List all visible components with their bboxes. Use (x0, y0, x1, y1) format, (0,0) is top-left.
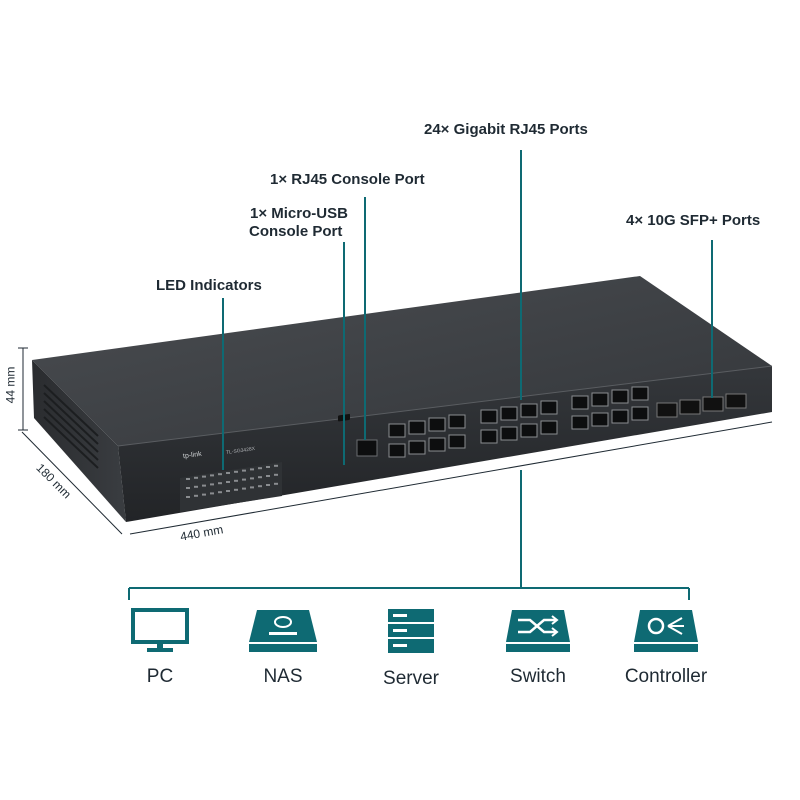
led-dot (242, 487, 246, 490)
device-nas: NAS (233, 608, 333, 688)
rj45-ports-label: 24× Gigabit RJ45 Ports (424, 121, 588, 138)
led-indicators (180, 462, 282, 512)
led-dot (186, 478, 190, 480)
switch-icon (506, 610, 570, 652)
led-dot (226, 481, 230, 483)
led-dot (218, 482, 222, 485)
rj45-port (500, 406, 518, 421)
rj45-port (500, 426, 518, 441)
rj45-port (448, 414, 466, 429)
rj45-port (448, 434, 466, 449)
pc-icon (131, 608, 189, 652)
rj45-console-port (356, 439, 378, 457)
led-dot (258, 467, 262, 470)
led-dot (242, 469, 246, 472)
rj45-port (540, 400, 558, 415)
led-dot (266, 466, 270, 468)
rj45-port (571, 415, 589, 430)
led-dot (258, 476, 262, 479)
chassis-top (32, 276, 772, 446)
rj45-console-label: 1× RJ45 Console Port (270, 171, 425, 188)
device-label-nas: NAS (263, 666, 303, 687)
led-dot (234, 479, 238, 482)
led-dot (242, 478, 246, 481)
usb-console-label-1: 1× Micro-USB (250, 205, 348, 222)
led-dot (274, 473, 278, 476)
led-dot (274, 464, 278, 467)
rj45-port (388, 443, 406, 458)
led-dot (226, 472, 230, 474)
led-dot (202, 493, 206, 496)
led-dot (218, 473, 222, 476)
led-dot (250, 468, 254, 471)
height-dimension: 44 mm (3, 366, 18, 404)
device-switch: Switch (488, 608, 588, 688)
led-dot (218, 491, 222, 494)
device-label-pc: PC (146, 666, 174, 687)
led-dot (210, 483, 214, 486)
led-dot (234, 470, 238, 473)
rj45-port (540, 420, 558, 435)
led-dot (194, 494, 198, 497)
rj45-port (428, 417, 446, 432)
server-icon (388, 609, 434, 653)
rj45-port (520, 403, 538, 418)
led-dot (210, 492, 214, 495)
led-indicators-label: LED Indicators (156, 277, 262, 294)
led-dot (210, 474, 214, 477)
led-dot (274, 482, 278, 485)
sfp-ports-label: 4× 10G SFP+ Ports (626, 212, 761, 229)
rj45-port (611, 389, 629, 404)
led-dot (194, 476, 198, 479)
sfp-ports (656, 393, 747, 418)
led-dot (202, 484, 206, 487)
usb-console-label-2: Console Port (249, 223, 343, 240)
led-dot (186, 496, 190, 498)
controller-icon (634, 610, 698, 652)
device-label-controller: Controller (624, 666, 708, 687)
rj45-port (571, 395, 589, 410)
device-label-server: Server (383, 668, 439, 689)
led-dot (194, 485, 198, 488)
led-dot (258, 485, 262, 488)
rj45-port (520, 423, 538, 438)
leader-lines (128, 150, 713, 600)
led-dot (226, 490, 230, 492)
rj45-ports (388, 386, 649, 458)
rj45-port (388, 423, 406, 438)
led-dot (250, 486, 254, 489)
rj45-port (408, 420, 426, 435)
rj45-port (408, 440, 426, 455)
rj45-port (480, 429, 498, 444)
rj45-port (631, 386, 649, 401)
rj45-port (591, 392, 609, 407)
device-controller: Controller (616, 608, 716, 688)
nas-icon (249, 610, 317, 652)
led-dot (234, 488, 238, 491)
device-pc: PC (110, 608, 210, 688)
device-server: Server (361, 608, 461, 690)
rj45-port (428, 437, 446, 452)
rj45-port (611, 409, 629, 424)
rj45-port (631, 406, 649, 421)
led-dot (266, 484, 270, 486)
rj45-port (480, 409, 498, 424)
led-dot (266, 475, 270, 477)
rj45-port (591, 412, 609, 427)
led-dot (186, 487, 190, 489)
device-label-switch: Switch (510, 666, 566, 687)
side-vents (43, 384, 99, 469)
led-dot (202, 475, 206, 478)
dimension-lines (18, 347, 773, 535)
led-dot (250, 477, 254, 480)
